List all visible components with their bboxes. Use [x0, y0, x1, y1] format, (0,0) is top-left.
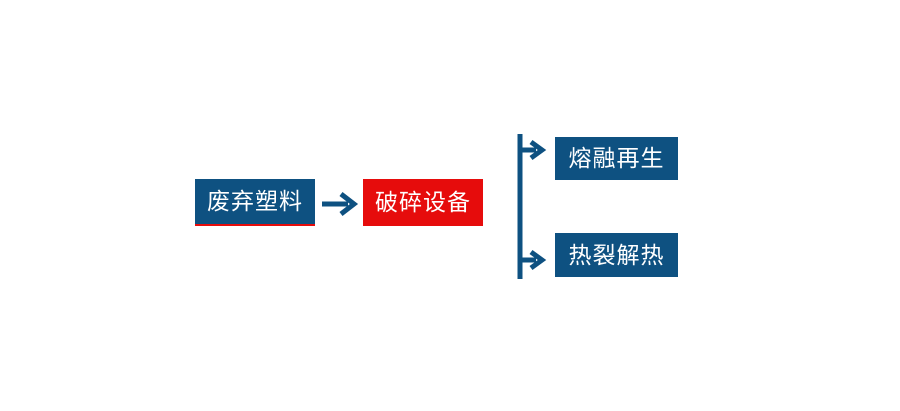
- flow-box-crushing-equipment: 破碎设备: [363, 179, 483, 226]
- flow-box-waste-plastic-label: 废弃塑料: [207, 188, 303, 214]
- flow-box-crushing-equipment-label: 破碎设备: [375, 189, 471, 215]
- branch-fork-icon: [517, 134, 547, 279]
- flow-box-pyrolysis: 热裂解热: [555, 233, 678, 277]
- flow-box-pyrolysis-label: 热裂解热: [568, 241, 665, 268]
- flow-box-melt-regeneration-label: 熔融再生: [568, 145, 665, 171]
- flow-box-waste-plastic: 废弃塑料: [195, 179, 315, 226]
- flow-box-melt-regeneration: 熔融再生: [555, 137, 678, 180]
- right-arrow-icon: [322, 192, 359, 216]
